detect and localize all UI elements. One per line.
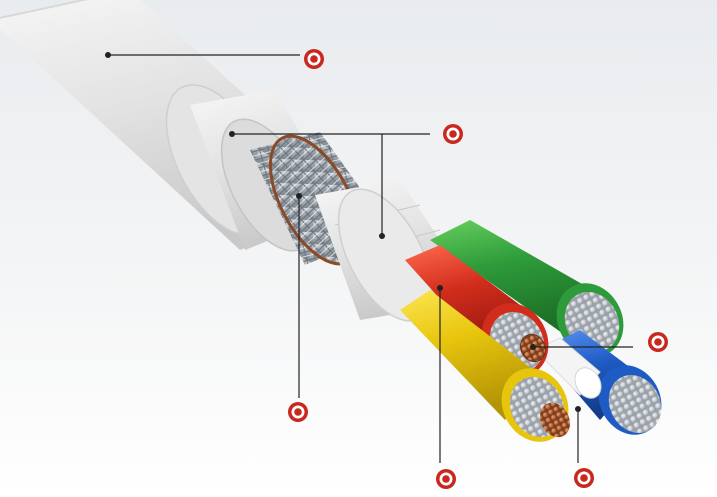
hotspot-outer-jacket[interactable] (303, 48, 325, 70)
hotspot-center-filler[interactable] (647, 331, 669, 353)
hotspot-inner-jacket-and-wrap[interactable] (442, 123, 464, 145)
callout-dot (229, 131, 235, 137)
target-icon (288, 402, 308, 422)
callout-dot (530, 344, 536, 350)
target-icon (304, 49, 324, 69)
target-icon (574, 468, 594, 488)
hotspot-insulated-cores[interactable] (435, 468, 457, 490)
target-icon (648, 332, 668, 352)
callout-dot (379, 233, 385, 239)
target-icon (443, 124, 463, 144)
target-icon (436, 469, 456, 489)
hotspot-filler-element[interactable] (573, 467, 595, 489)
filler-element (534, 337, 602, 399)
callout-dot (575, 406, 581, 412)
core-yellow (400, 290, 570, 442)
callout-dot (105, 52, 111, 58)
callout-dots (105, 52, 581, 412)
callout-line-inner-jacket (232, 133, 430, 236)
callout-lines (108, 54, 633, 463)
callout-dot (437, 285, 443, 291)
callout-dot (296, 193, 302, 199)
hotspot-braided-shield[interactable] (287, 401, 309, 423)
